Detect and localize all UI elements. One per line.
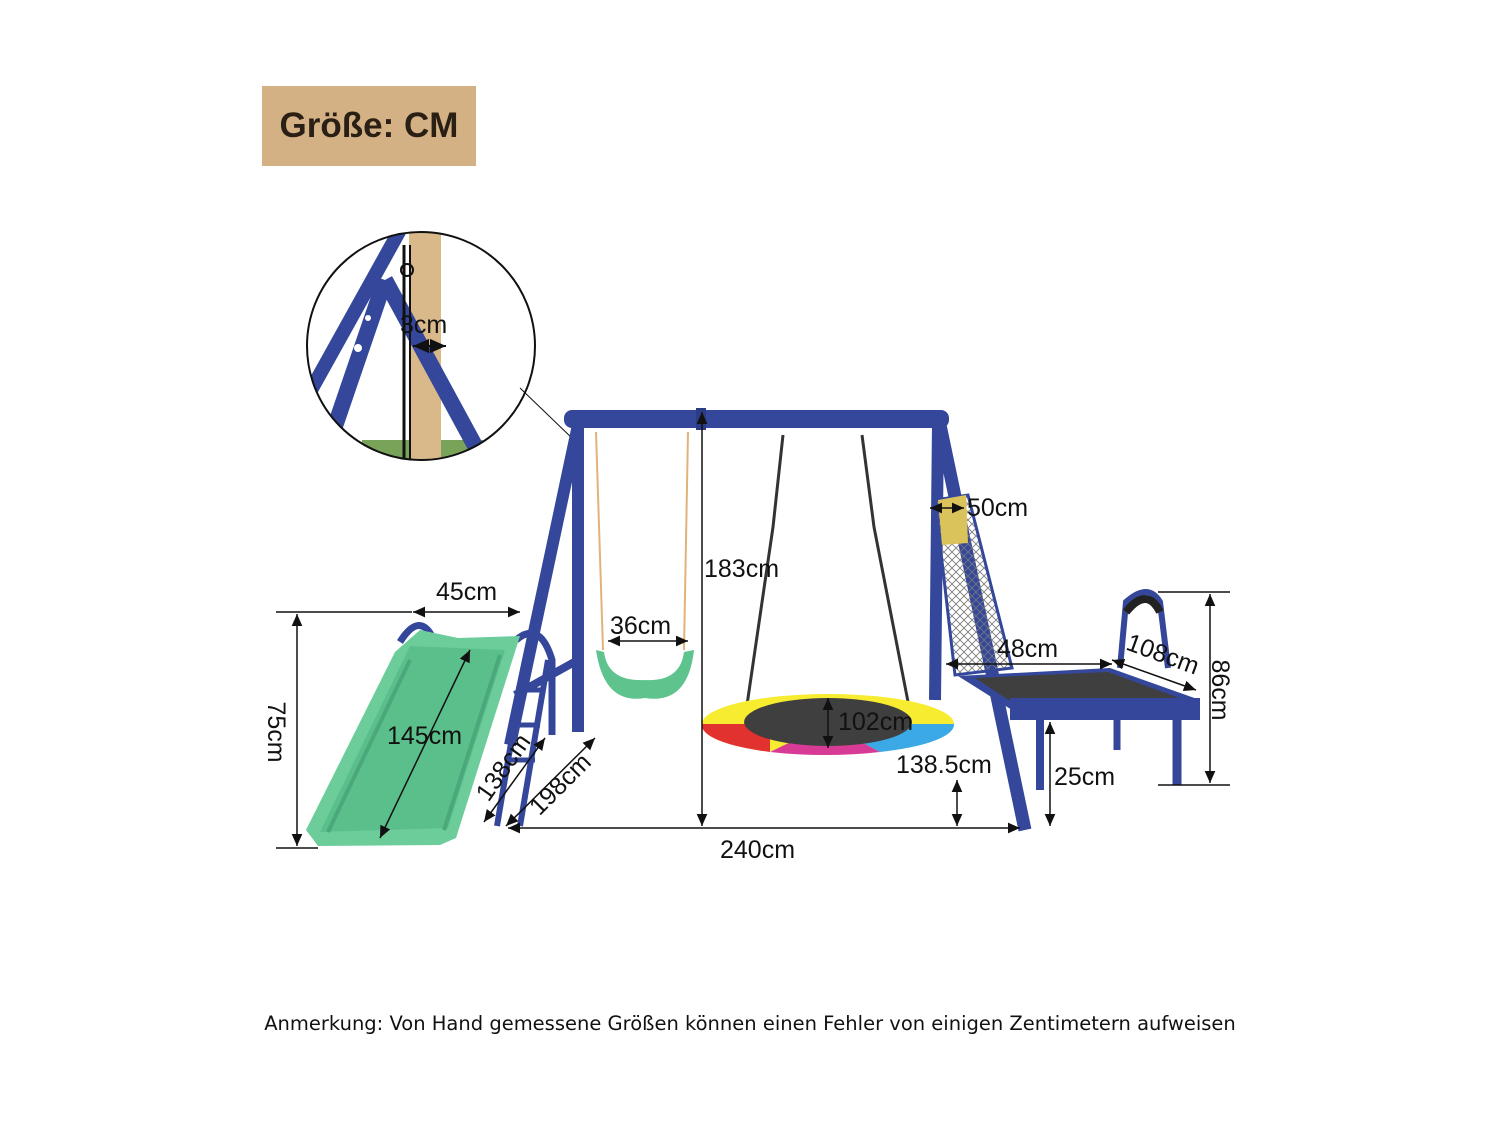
swing-height-label: 183cm [704, 555, 779, 583]
trampoline-width-label: 48cm [997, 635, 1058, 663]
zoom-detail: 3cm [306, 231, 575, 461]
size-unit-label: Größe: CM [279, 106, 459, 145]
size-unit-badge: Größe: CM [262, 86, 476, 166]
rope-thickness-label: 3cm [400, 311, 447, 339]
total-width-label: 240cm [720, 836, 795, 864]
dimension-lines [276, 412, 1230, 849]
nest-diameter-label: 102cm [838, 708, 913, 736]
seat-width-label: 36cm [610, 612, 671, 640]
frame-depth-label: 138.5cm [896, 751, 992, 779]
trampoline-height-label: 86cm [1206, 659, 1234, 720]
slide-width-label: 45cm [436, 578, 497, 606]
trampoline-leg-label: 25cm [1054, 763, 1115, 791]
measurement-note: Anmerkung: Von Hand gemessene Größen kön… [264, 1012, 1236, 1035]
goal-width-label: 50cm [967, 494, 1028, 522]
slide-height-label: 75cm [262, 701, 290, 762]
slide-length-label: 145cm [387, 722, 462, 750]
belt-swing [595, 431, 694, 699]
